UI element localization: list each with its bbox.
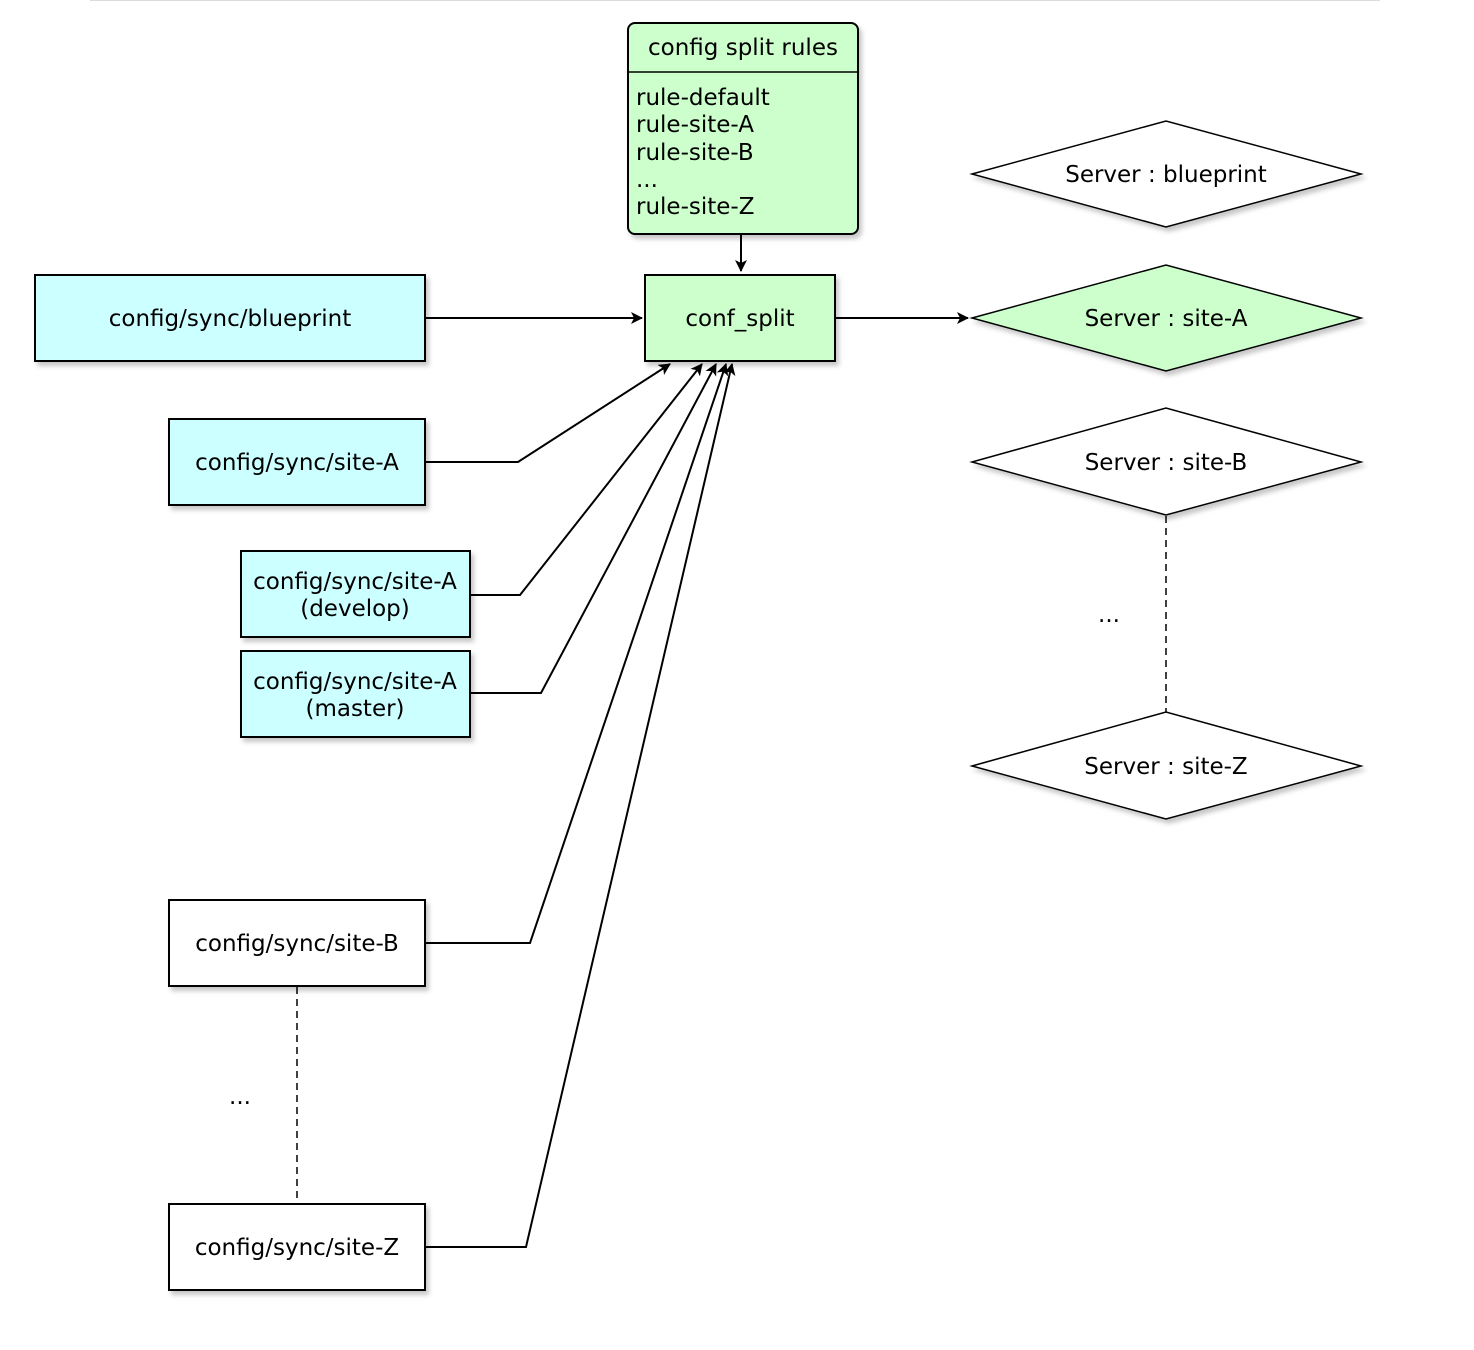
source-blueprint-label: config/sync/blueprint bbox=[109, 306, 351, 332]
source-site-z-box: config/sync/site-Z bbox=[168, 1203, 426, 1291]
config-split-rules-title: config split rules bbox=[648, 35, 838, 61]
source-site-a-master-label: config/sync/site-A bbox=[253, 669, 457, 695]
rule-item: ... bbox=[636, 167, 658, 193]
source-site-z-label: config/sync/site-Z bbox=[195, 1235, 399, 1261]
conf-split-box: conf_split bbox=[644, 274, 836, 362]
source-site-b-box: config/sync/site-B bbox=[168, 899, 426, 987]
conf-split-label: conf_split bbox=[685, 306, 794, 332]
server-site-z-label: Server : site-Z bbox=[1084, 754, 1247, 780]
site-b-to-conf-split-arrow bbox=[426, 363, 729, 944]
server-blueprint-diamond: Server : blueprint bbox=[969, 120, 1364, 228]
source-site-a-label: config/sync/site-A bbox=[195, 450, 399, 476]
server-site-a-diamond: Server : site-A bbox=[969, 264, 1364, 372]
source-site-a-box: config/sync/site-A bbox=[168, 418, 426, 506]
server-site-a-label: Server : site-A bbox=[1085, 306, 1248, 332]
site-a-master-to-conf-split-arrow bbox=[471, 363, 717, 694]
connectors bbox=[296, 234, 1167, 1248]
rule-item: rule-default bbox=[636, 85, 770, 111]
site-z-to-conf-split-arrow bbox=[426, 363, 736, 1248]
config-split-rules-box: config split rules rule-default rule-sit… bbox=[627, 22, 859, 235]
rule-item: rule-site-Z bbox=[636, 194, 754, 220]
rule-item: rule-site-A bbox=[636, 112, 754, 138]
source-ellipsis: ... bbox=[229, 1084, 251, 1110]
source-site-a-develop-box: config/sync/site-A (develop) bbox=[240, 550, 471, 638]
source-blueprint-box: config/sync/blueprint bbox=[34, 274, 426, 362]
site-a-to-conf-split-arrow bbox=[426, 363, 671, 463]
rule-item: rule-site-B bbox=[636, 140, 754, 166]
server-site-z-diamond: Server : site-Z bbox=[969, 711, 1364, 820]
server-blueprint-label: Server : blueprint bbox=[1065, 162, 1267, 188]
site-a-develop-to-conf-split-arrow bbox=[471, 363, 703, 596]
server-site-b-diamond: Server : site-B bbox=[969, 407, 1364, 516]
source-site-a-master-branch: (master) bbox=[305, 696, 404, 722]
source-site-b-label: config/sync/site-B bbox=[195, 931, 399, 957]
source-site-a-master-box: config/sync/site-A (master) bbox=[240, 650, 471, 738]
server-site-b-label: Server : site-B bbox=[1085, 450, 1248, 476]
source-site-a-develop-label: config/sync/site-A bbox=[253, 569, 457, 595]
source-site-a-develop-branch: (develop) bbox=[300, 596, 410, 622]
server-ellipsis: ... bbox=[1098, 602, 1120, 628]
top-divider bbox=[90, 0, 1380, 1]
